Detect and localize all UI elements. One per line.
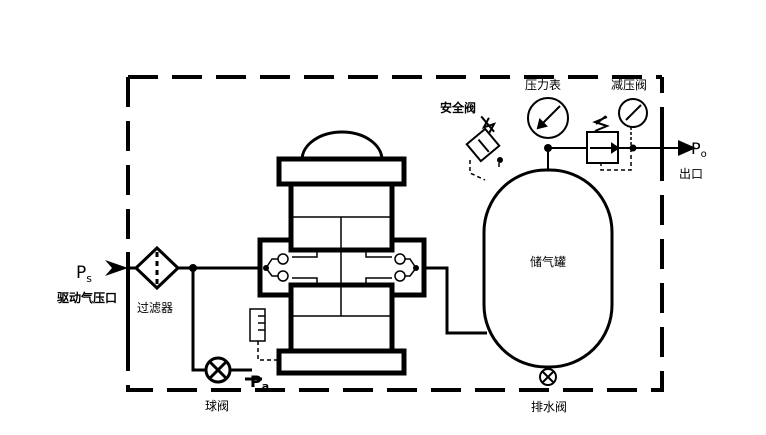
drive-port-label: 驱动气压口	[57, 290, 117, 305]
tank-label: 储气罐	[530, 254, 566, 269]
pressure-gauge-icon	[527, 97, 569, 139]
filter-label: 过滤器	[137, 301, 173, 315]
outlet-label: 出口	[679, 167, 703, 181]
ball-valve-icon	[204, 356, 232, 384]
ball-valve-label: 球阀	[205, 399, 229, 413]
pressure-gauge-label: 压力表	[525, 78, 561, 92]
reducing-valve-icon	[586, 98, 648, 164]
safety-valve-label: 安全阀	[440, 100, 476, 115]
po-label: Po	[691, 139, 707, 160]
safety-valve-icon	[465, 115, 501, 163]
system-boundary	[126, 75, 664, 392]
indicator-gauge-icon	[249, 308, 279, 361]
ps-label: Ps	[76, 263, 92, 285]
reducing-valve-label: 减压阀	[611, 78, 647, 92]
pa-label: Pa	[250, 372, 269, 393]
filter-icon	[133, 245, 181, 291]
drain-valve-label: 排水阀	[531, 400, 567, 414]
inlet-port	[105, 252, 136, 366]
booster-pump	[257, 130, 427, 376]
drain-valve-icon	[539, 368, 557, 386]
